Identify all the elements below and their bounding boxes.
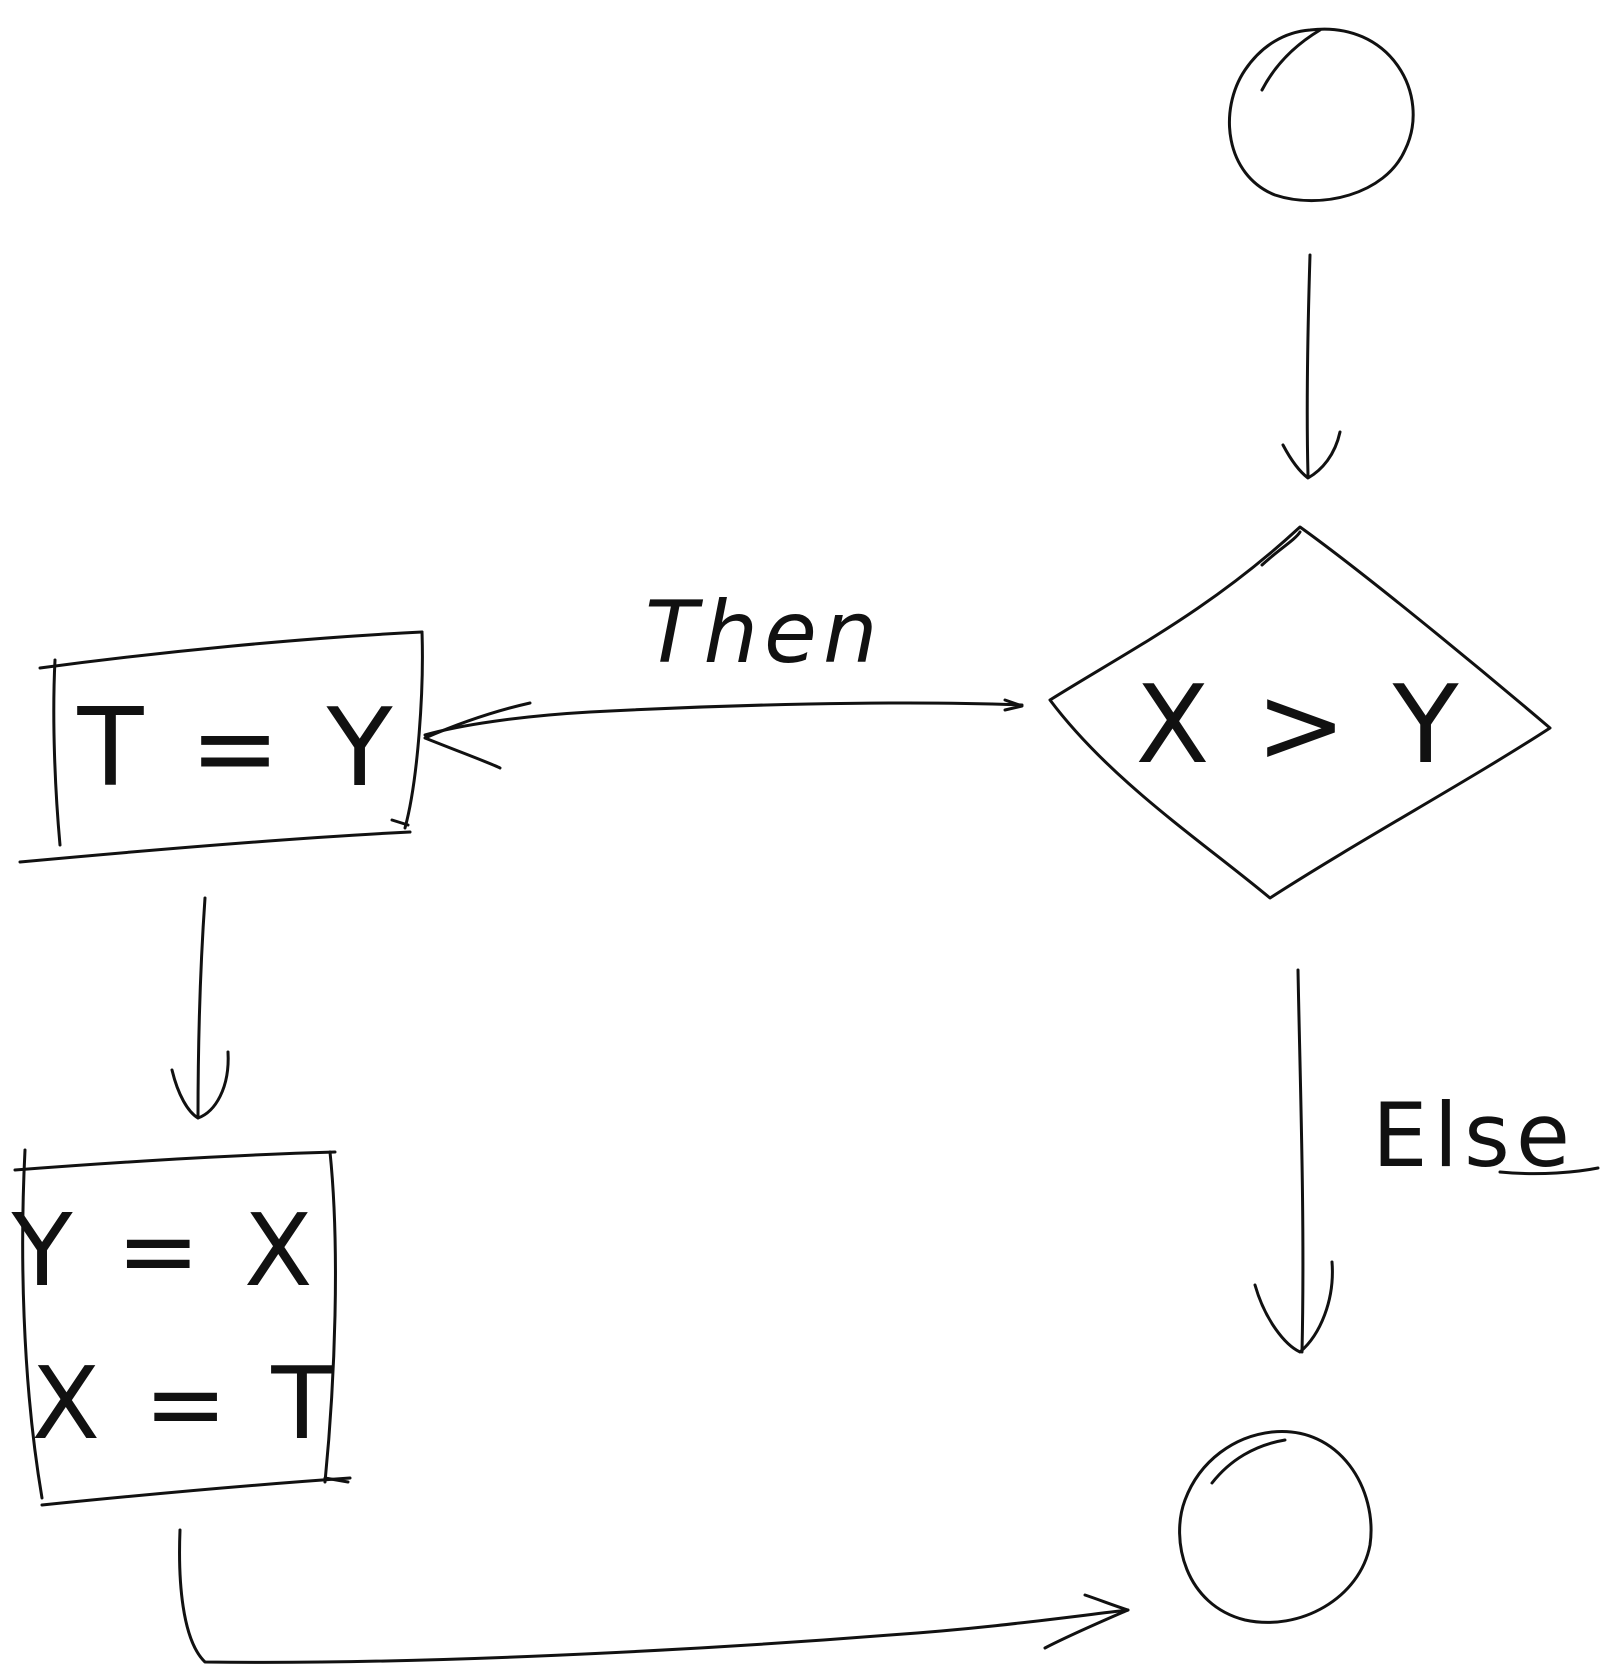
then-label: Then [645, 583, 883, 683]
decision-label: X > Y [1135, 663, 1464, 788]
decision-node: X > Y [1048, 525, 1552, 900]
end-node [1178, 1430, 1373, 1624]
arrow-start-to-decision [1281, 253, 1342, 480]
arrow-step1-to-step2 [170, 896, 230, 1120]
t-equals-y-label: T = Y [76, 686, 398, 811]
process-node-swap: Y = X X = T [11, 1148, 352, 1507]
arrow-else: Else [1253, 968, 1600, 1354]
arrow-step2-to-end [178, 1528, 1130, 1664]
x-equals-t-label: X = T [32, 1345, 339, 1462]
arrow-then: Then [423, 583, 1024, 770]
else-label: Else [1372, 1084, 1576, 1187]
y-equals-x-label: Y = X [11, 1192, 319, 1309]
start-node [1227, 27, 1415, 203]
process-node-t-equals-y: T = Y [18, 630, 424, 864]
